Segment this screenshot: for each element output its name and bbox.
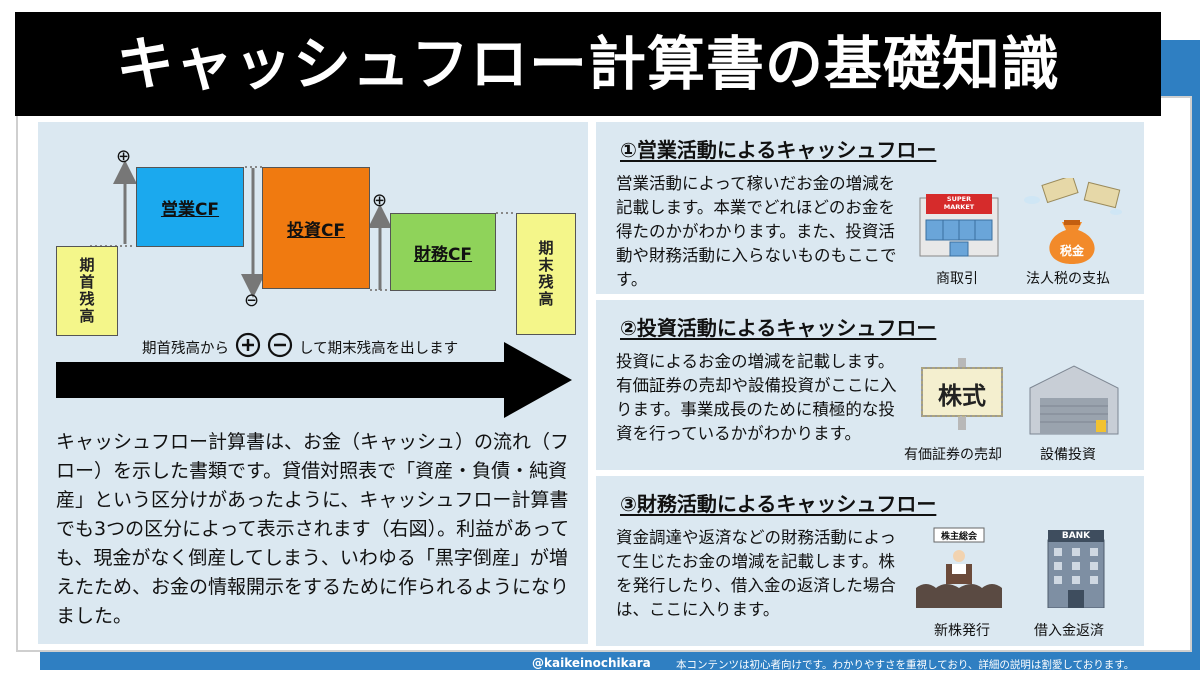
supermarket-sign: SUPER MARKET [943,195,975,211]
supermarket-icon: SUPER MARKET [916,192,1002,262]
factory-icon [1026,364,1122,440]
operating-section-body: 営業活動によって稼いだお金の増減を記載します。本業でどれほどのお金を得たのかがわ… [616,174,897,289]
stock-certificate-icon: 株式 [918,356,1006,440]
arrow-caption-suffix: して期末残高を出します [299,340,459,357]
financing-section-body: 資金調達や返済などの財務活動によって生じたお金の増減を記載します。株を発行したり… [616,528,897,619]
investing-section-body: 投資によるお金の増減を記載します。有価証券の売却や設備投資がここに入ります。事業… [616,352,897,443]
shareholders-meeting-sign: 株主総会 [940,532,977,542]
cf-diagram-connectors [90,160,516,298]
loan-repayment-caption: 借入金返済 [1034,623,1104,639]
operating-section-title: ①営業活動によるキャッシュフロー [620,138,937,162]
minus-symbol-investing: ⊖ [244,290,260,311]
investing-section: ②投資活動によるキャッシュフロー 投資によるお金の増減を記載します。有価証券の売… [596,300,1144,470]
stock-certificate-label: 株式 [938,382,986,410]
big-right-arrow [56,342,572,418]
financing-section-title: ③財務活動によるキャッシュフロー [620,492,937,516]
footer-handle: @kaikeinochikara [532,656,651,670]
plus-symbol-operating: ⊕ [116,146,132,167]
shareholders-meeting-icon: 株主総会 [916,526,1002,612]
page-title: キャッシュフロー計算書の基礎知識 [15,12,1161,116]
commerce-caption: 商取引 [936,271,978,287]
tax-bag-label: 税金 [1059,244,1084,258]
securities-sale-caption: 有価証券の売却 [904,447,1002,463]
circle-minus-icon [267,332,293,362]
footer-note: 本コンテンツは初心者向けです。わかりやすさを重視しており、詳細の説明は割愛してお… [676,659,1135,671]
closing-balance-box: 期末残高 [516,213,576,335]
circle-plus-icon [235,332,261,362]
bank-icon: BANK [1046,528,1106,612]
tax-money-bag-icon: 税金 [1022,174,1122,268]
investing-cf-box: 投資CF [262,167,370,289]
left-description: キャッシュフロー計算書は、お金（キャッシュ）の流れ（フロー）を示した書類です。貸… [56,431,570,627]
corporate-tax-caption: 法人税の支払 [1026,271,1110,287]
bank-sign: BANK [1061,531,1091,541]
arrow-caption: 期首残高から して期末残高を出します [142,332,458,362]
arrow-caption-prefix: 期首残高から [142,340,229,357]
new-share-issue-caption: 新株発行 [934,623,990,639]
investing-section-title: ②投資活動によるキャッシュフロー [620,316,937,340]
operating-section: ①営業活動によるキャッシュフロー 営業活動によって稼いだお金の増減を記載します。… [596,122,1144,294]
capex-caption: 設備投資 [1040,447,1096,463]
financing-cf-box: 財務CF [390,213,496,291]
plus-symbol-financing: ⊕ [372,190,388,211]
opening-balance-box: 期首残高 [56,246,118,336]
financing-section: ③財務活動によるキャッシュフロー 資金調達や返済などの財務活動によって生じたお金… [596,476,1144,646]
operating-cf-box: 営業CF [136,167,244,247]
